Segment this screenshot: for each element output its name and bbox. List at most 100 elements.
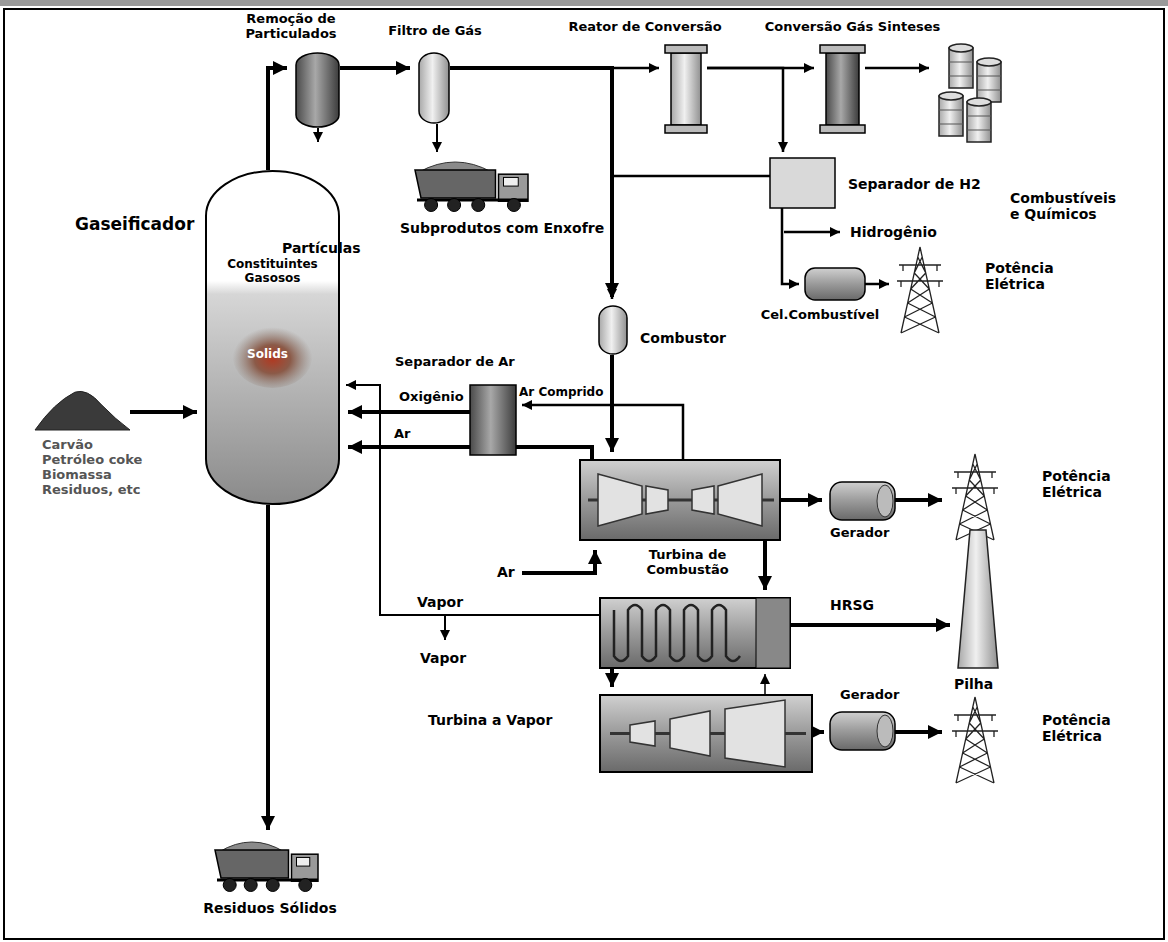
power-tower: Potência Elétrica: [895, 245, 945, 333]
barrels-shape: [935, 42, 1005, 147]
reactorDark-shape: [820, 45, 865, 133]
stream-label: Vapor: [420, 650, 480, 666]
node-label: Separador de Ar: [395, 355, 535, 370]
node-label: HRSG: [830, 597, 890, 613]
flow-arrow: [346, 385, 600, 615]
flow-arrow: [764, 674, 766, 695]
node-label: Combustíveis e Químicos: [1010, 190, 1130, 222]
flow-arrow: [895, 498, 942, 502]
power-tower: Potência Elétrica: [950, 695, 1000, 783]
flow-arrow: [610, 668, 614, 687]
flow-label: Vapor: [415, 594, 465, 610]
flow-arrow: [436, 124, 438, 152]
hrsg-shape: [600, 598, 790, 668]
hydrogen-outlet: [784, 231, 840, 234]
flow-arrow: [340, 66, 410, 70]
pile-shape: [35, 388, 130, 430]
flow-arrow: [895, 730, 942, 734]
node-label: Cel.Combustível: [745, 308, 895, 323]
particle-outlet: [317, 128, 319, 142]
node-label: Conversão Gás Sinteses: [745, 20, 960, 35]
gasifier-vessel: GaseificadorConstituintes GasososSolids: [205, 170, 340, 505]
gas-turbine: Turbina de Combustão: [580, 460, 780, 540]
truck-shape: [215, 838, 320, 892]
node-label: Potência Elétrica: [1042, 712, 1132, 744]
flow-arrow: [348, 410, 470, 414]
air-separator: Separador de Ar: [470, 385, 516, 455]
stream-label: Hidrogênio: [850, 224, 960, 240]
residue-truck: Residuos Sólidos: [215, 838, 320, 892]
chimney-stack: Pilha: [958, 530, 998, 668]
flow-label: Ar: [392, 427, 412, 442]
reactorLight-shape: [665, 45, 707, 133]
flow-label: Ar Comprido: [517, 386, 605, 400]
node-label: Carvão Petróleo coke Biomassa Residuos, …: [42, 438, 150, 498]
node-text: Solids: [240, 348, 295, 362]
turbine-shape: [580, 460, 780, 540]
tower-shape: [895, 245, 945, 333]
gas-filter: Filtro de Gás: [418, 52, 450, 124]
sulfur-truck: Subprodutos com Enxofre: [415, 158, 530, 212]
truck-shape: [415, 158, 530, 212]
tower-shape: [950, 695, 1000, 783]
gen-shape: [830, 712, 895, 750]
syngas-converter: Conversão Gás Sinteses: [820, 45, 865, 133]
shift-reactor: Reator de Conversão: [665, 45, 707, 133]
steamturb-shape: [600, 695, 812, 772]
flow-arrow: [763, 540, 767, 590]
vessel-shape: [205, 170, 340, 505]
node-label: Pilha: [954, 676, 1014, 692]
top-bar: [0, 0, 1168, 6]
node-label: Reator de Conversão: [560, 20, 730, 35]
flow-arrow: [707, 68, 783, 152]
node-label: Subprodutos com Enxofre: [400, 220, 650, 236]
fuel-cell: Cel.Combustível: [805, 268, 865, 300]
feedstock-pile: Carvão Petróleo coke Biomassa Residuos, …: [35, 388, 130, 430]
flow-arrow: [790, 623, 950, 627]
flow-arrow: [612, 176, 770, 299]
node-label: Residuos Sólidos: [180, 900, 360, 916]
tower-shape: [950, 452, 1000, 540]
leader-lines: [318, 128, 840, 640]
h2-separator: Separador de H2: [770, 158, 835, 208]
generator: Gerador: [830, 712, 895, 750]
flow-arrow: [780, 498, 822, 502]
heat-recovery-boiler: HRSG: [600, 598, 790, 668]
power-tower: Potência Elétrica: [950, 452, 1000, 540]
node-label: Turbina de Combustão: [630, 548, 745, 578]
flow-arrow: [522, 405, 683, 460]
product-barrels: Combustíveis e Químicos: [935, 42, 1005, 147]
flow-arrow: [782, 208, 799, 284]
combustor-vessel: Combustor: [598, 305, 628, 355]
vesselDark-shape: [295, 52, 340, 128]
box-shape: [770, 158, 835, 208]
particulate-remover: Remoção de Particulados: [295, 52, 340, 128]
vesselLight-shape: [418, 52, 450, 124]
flow-arrow: [610, 355, 614, 452]
steam-branch: [444, 615, 446, 640]
node-label: Potência Elétrica: [1042, 468, 1132, 500]
node-label: Filtro de Gás: [380, 24, 490, 39]
node-label: Turbina a Vapor: [428, 712, 593, 728]
steam-turbine: Turbina a Vapor: [600, 695, 812, 772]
node-label: Gerador: [830, 526, 910, 541]
frame: [4, 9, 1164, 939]
node-label: Gerador: [840, 688, 920, 703]
node-text: Constituintes Gasosos: [212, 258, 333, 286]
airsep-shape: [470, 385, 516, 455]
flow-arrow: [130, 410, 197, 414]
flow-arrow: [268, 68, 287, 170]
stream-label: Ar: [497, 564, 527, 580]
stream-label: Partículas: [282, 240, 382, 256]
node-label: Remoção de Particulados: [232, 12, 350, 42]
node-label: Combustor: [640, 330, 750, 346]
node-label: Gaseificador: [75, 215, 200, 235]
node-label: Separador de H2: [848, 176, 998, 192]
air-inlet: [522, 550, 595, 573]
stack-shape: [958, 530, 998, 668]
flow-label: Oxigênio: [397, 390, 466, 405]
vesselLight-shape: [598, 305, 628, 355]
flow-arrow: [865, 283, 889, 286]
flow-arrow: [812, 730, 824, 734]
generator: Gerador: [830, 482, 895, 520]
